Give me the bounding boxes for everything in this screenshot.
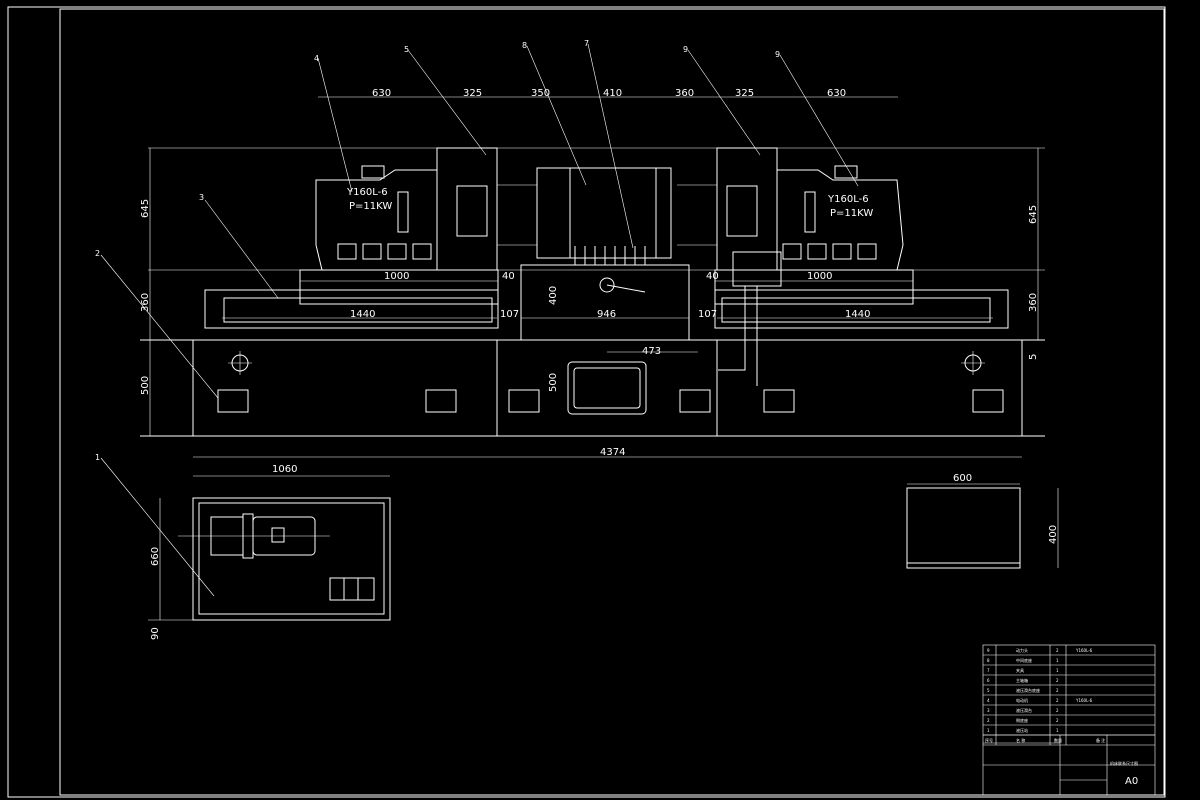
dim-text: 1440 xyxy=(350,309,375,320)
parts-row-name: 电动机 xyxy=(1016,697,1028,703)
dim-text: 500 xyxy=(140,376,151,395)
parts-row-qty: 2 xyxy=(1056,718,1059,723)
outer-border xyxy=(7,6,1166,798)
side-dimensions: 645 360 500 645 360 5 xyxy=(140,199,1039,395)
motor-power: P=11KW xyxy=(349,201,392,212)
part-label: 9 xyxy=(683,45,688,54)
parts-row-no: 5 xyxy=(987,688,990,693)
motor-labels: Y160L-6 P=11KW Y160L-6 P=11KW xyxy=(346,187,873,219)
parts-row-qty: 2 xyxy=(1056,708,1059,713)
dim-text: 5 xyxy=(1028,354,1039,360)
parts-row-qty: 1 xyxy=(1056,658,1059,663)
parts-row-name: 液压站 xyxy=(1016,727,1028,733)
dim-text: 500 xyxy=(548,373,559,392)
base-right xyxy=(716,339,1023,437)
dim-text: 325 xyxy=(735,88,754,99)
dim-text: 630 xyxy=(372,88,391,99)
dim-text: 1000 xyxy=(384,271,409,282)
dim-text: 360 xyxy=(140,293,151,312)
dim-text: 1060 xyxy=(272,464,297,475)
parts-row-no: 3 xyxy=(987,708,990,713)
part-label: 2 xyxy=(95,249,100,258)
dim-text: 107 xyxy=(500,309,519,320)
parts-row-name: 中间底座 xyxy=(1016,657,1032,663)
bed-dimensions: 1000 40 40 1000 400 1440 107 946 107 144… xyxy=(350,271,870,458)
part-label: 5 xyxy=(404,45,409,54)
part-labels: 1 2 3 4 5 8 7 9 9 xyxy=(95,39,780,462)
dim-text: 350 xyxy=(531,88,550,99)
parts-row-no: 4 xyxy=(987,698,990,703)
parts-row-qty: 1 xyxy=(1056,668,1059,673)
parts-row-no: 1 xyxy=(987,728,990,733)
dim-text: 325 xyxy=(463,88,482,99)
part-label: 4 xyxy=(314,54,319,63)
parts-row-qty: 2 xyxy=(1056,688,1059,693)
part-label: 7 xyxy=(584,39,589,48)
dim-text: 40 xyxy=(706,271,719,282)
inner-border xyxy=(59,8,1165,796)
parts-header-no: 序号 xyxy=(985,737,993,743)
title-block xyxy=(982,644,1156,796)
dim-text: 107 xyxy=(698,309,717,320)
parts-row-no: 8 xyxy=(987,658,990,663)
dim-text: 90 xyxy=(150,627,161,640)
dim-text: 400 xyxy=(1048,525,1059,544)
parts-row-no: 7 xyxy=(987,668,990,673)
part-label: 9 xyxy=(775,50,780,59)
parts-row-name: 侧底座 xyxy=(1016,717,1028,723)
parts-header-note: 备 注 xyxy=(1096,737,1105,743)
parts-row-name: 夹具 xyxy=(1016,667,1024,673)
parts-row-note: Y160L-6 xyxy=(1075,698,1093,703)
part-label: 8 xyxy=(522,41,527,50)
dim-text: 4374 xyxy=(600,447,625,458)
parts-row-no: 6 xyxy=(987,678,990,683)
motor-power: P=11KW xyxy=(830,208,873,219)
parts-row-qty: 2 xyxy=(1056,648,1059,653)
parts-row-qty: 2 xyxy=(1056,698,1059,703)
base-center xyxy=(496,339,718,437)
parts-row-name: 主轴箱 xyxy=(1016,677,1028,683)
dim-text: 600 xyxy=(953,473,972,484)
dim-text: 630 xyxy=(827,88,846,99)
parts-row-note: Y160L-6 xyxy=(1075,648,1093,653)
parts-row-name: 动力头 xyxy=(1016,647,1028,653)
aux-dimensions: 1060 660 90 600 400 xyxy=(150,464,1059,640)
dim-text: 645 xyxy=(1028,205,1039,224)
dim-text: 1000 xyxy=(807,271,832,282)
motor-model: Y160L-6 xyxy=(346,187,388,198)
parts-row-no: 2 xyxy=(987,718,990,723)
electrical-cabinet xyxy=(906,483,1059,569)
base-left xyxy=(192,339,498,437)
sheet-size: A0 xyxy=(1125,776,1138,787)
motor-model: Y160L-6 xyxy=(827,194,869,205)
hydraulic-station xyxy=(148,475,391,621)
parts-header-qty: 数量 xyxy=(1054,737,1062,743)
machine-elevation xyxy=(140,96,1045,458)
parts-row-name: 液压滑台 xyxy=(1016,707,1032,713)
part-label: 3 xyxy=(199,193,204,202)
dim-text: 40 xyxy=(502,271,515,282)
dim-text: 1440 xyxy=(845,309,870,320)
parts-row-name: 液压滑台底座 xyxy=(1016,687,1040,693)
parts-row-qty: 1 xyxy=(1056,728,1059,733)
dim-text: 410 xyxy=(603,88,622,99)
dim-text: 473 xyxy=(642,346,661,357)
dim-text: 400 xyxy=(548,286,559,305)
dim-text: 946 xyxy=(597,309,616,320)
part-label: 1 xyxy=(95,453,100,462)
dim-text: 645 xyxy=(140,199,151,218)
dim-text: 360 xyxy=(675,88,694,99)
parts-row-qty: 2 xyxy=(1056,678,1059,683)
top-dimensions: 630 325 350 410 360 325 630 xyxy=(372,88,846,99)
dim-text: 360 xyxy=(1028,293,1039,312)
dim-text: 660 xyxy=(150,547,161,566)
parts-row-no: 9 xyxy=(987,648,990,653)
parts-header-name: 名 称 xyxy=(1016,737,1025,743)
leader-lines xyxy=(100,43,859,597)
drawing-title: 机床联系尺寸图 xyxy=(1110,760,1138,766)
